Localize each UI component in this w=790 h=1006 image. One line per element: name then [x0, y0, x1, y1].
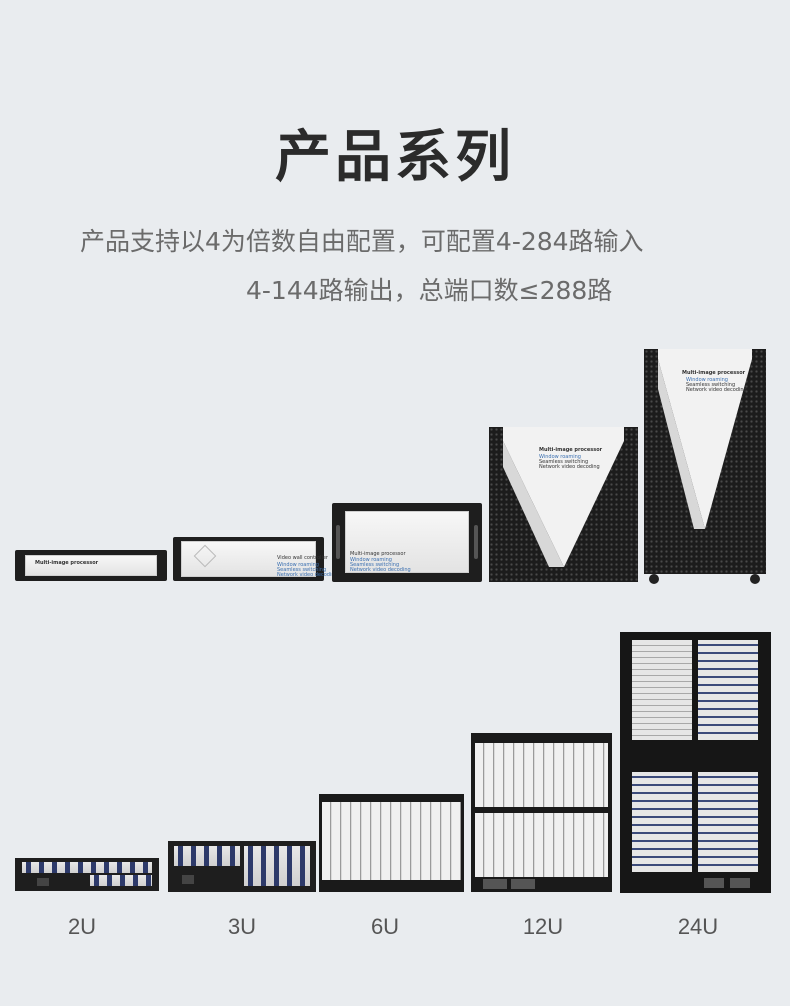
- caster-wheel: [649, 574, 659, 584]
- handle: [474, 525, 478, 559]
- size-label-6u: 6U: [370, 914, 400, 939]
- front-panel: [181, 541, 316, 577]
- product-caption: Multi-image processor: [350, 551, 406, 557]
- product-caption: Video wall controller: [277, 555, 328, 561]
- power-socket: [182, 875, 194, 884]
- card-slots-right-lower: [698, 772, 758, 872]
- product-24u-front: Multi-image processor Window roaming Sea…: [644, 349, 766, 574]
- power-socket: [37, 878, 49, 886]
- handle: [336, 525, 340, 559]
- feature-text: Network video decoding: [686, 387, 747, 393]
- front-panel: [345, 511, 469, 573]
- card-slots-lower: [475, 813, 608, 877]
- feature-text: Network video decoding: [277, 572, 338, 578]
- size-label-3u: 3U: [227, 914, 257, 939]
- product-caption: Multi-image processor: [35, 560, 99, 566]
- front-panel-graphic: [658, 349, 752, 529]
- feature-text: Window roaming: [350, 557, 392, 563]
- io-ports: [90, 875, 152, 886]
- power-module: [704, 878, 724, 888]
- feature-text: Seamless switching: [350, 562, 400, 568]
- front-panel: [25, 555, 157, 576]
- product-3u-front: Video wall controller Window roaming Sea…: [173, 537, 338, 581]
- feature-text: Seamless switching: [277, 567, 327, 573]
- product-6u-back: [319, 794, 464, 892]
- io-ports: [174, 846, 240, 866]
- product-12u-front: Multi-image processor Window roaming Sea…: [489, 427, 638, 582]
- subtitle-line-1: 产品支持以4为倍数自由配置，可配置4-284路输入: [80, 227, 644, 256]
- card-slots-right-upper: [698, 640, 758, 740]
- io-ports: [244, 846, 310, 886]
- product-12u-back: [471, 733, 612, 892]
- size-label-12u: 12U: [522, 914, 564, 939]
- power-module: [483, 879, 507, 889]
- power-module: [730, 878, 750, 888]
- feature-text: Seamless switching: [686, 382, 736, 388]
- caster-wheel: [750, 574, 760, 584]
- power-module: [511, 879, 535, 889]
- io-ports: [22, 862, 152, 873]
- product-caption: Multi-image processor: [682, 370, 746, 376]
- product-24u-back: [620, 632, 771, 893]
- card-slots: [322, 802, 461, 880]
- card-slots-upper: [475, 743, 608, 807]
- product-2u-front: Multi-image processor: [15, 550, 167, 581]
- feature-text: Seamless switching: [539, 459, 589, 465]
- feature-text: Network video decoding: [539, 464, 600, 470]
- product-6u-front: Multi-image processor Window roaming Sea…: [332, 503, 482, 582]
- product-caption: Multi-image processor: [539, 447, 603, 453]
- size-label-2u: 2U: [67, 914, 97, 939]
- size-label-24u: 24U: [677, 914, 719, 939]
- feature-text: Window roaming: [277, 562, 319, 568]
- feature-text: Network video decoding: [350, 567, 411, 573]
- product-2u-back: [15, 858, 159, 891]
- feature-text: Window roaming: [686, 377, 728, 383]
- card-slots-left-upper: [632, 640, 692, 740]
- subtitle-line-2: 4-144路输出，总端口数≤288路: [246, 276, 613, 305]
- page-title: 产品系列: [275, 125, 515, 190]
- feature-text: Window roaming: [539, 454, 581, 460]
- product-3u-back: [168, 841, 316, 892]
- front-panel-graphic: [503, 427, 624, 567]
- card-slots-left-lower: [632, 772, 692, 872]
